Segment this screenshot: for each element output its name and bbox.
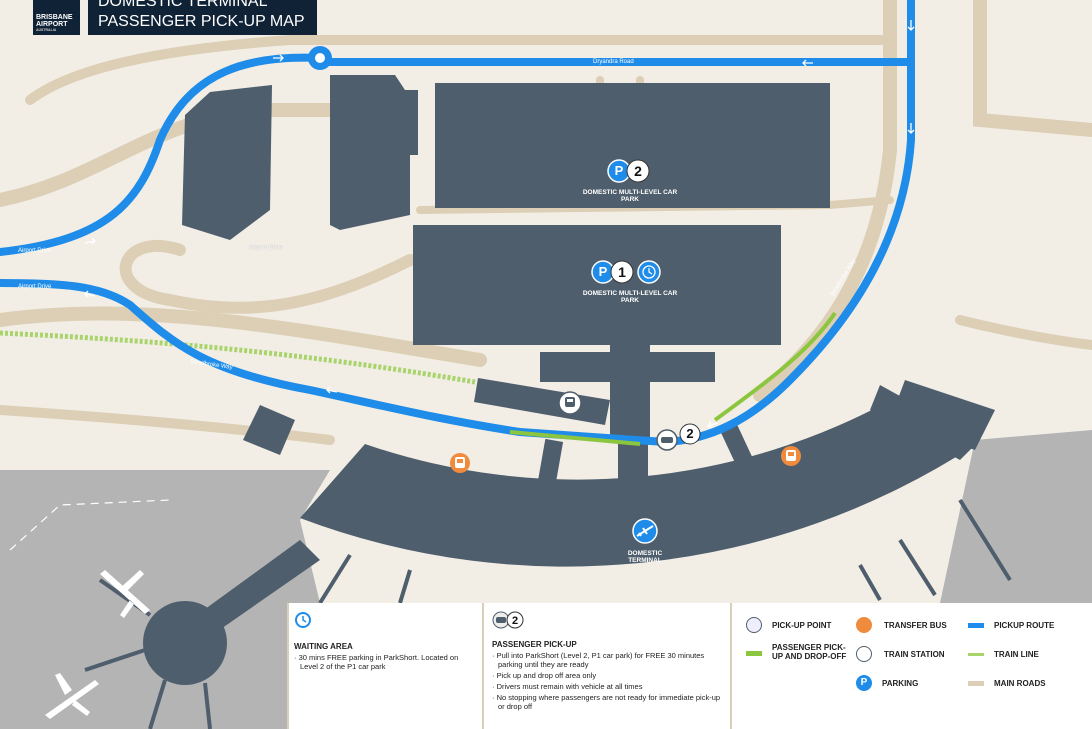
waiting-area-panel: WAITING AREA 30 mins FREE parking in Par… bbox=[287, 603, 482, 729]
legend-main-roads-swatch bbox=[968, 681, 984, 686]
pickup-bullet: Pick up and drop off area only bbox=[492, 671, 722, 680]
legend-pickup-route: PICKUP ROUTE bbox=[994, 621, 1055, 630]
parking-p1-icon bbox=[591, 260, 634, 284]
p1-number: 1 bbox=[618, 264, 626, 280]
aircraft-icon bbox=[45, 570, 150, 719]
train-line bbox=[0, 330, 476, 385]
svg-text:2: 2 bbox=[512, 615, 518, 627]
p1-parking-letter: P bbox=[598, 264, 608, 279]
pickup-bullet: Pull into ParkShort (Level 2, P1 car par… bbox=[492, 651, 722, 669]
legend-parking: PARKING bbox=[882, 679, 919, 688]
car-park-p2 bbox=[435, 83, 830, 208]
connector-walkway bbox=[610, 340, 650, 440]
legend-pickup-route-swatch bbox=[968, 623, 984, 628]
building-west bbox=[182, 85, 272, 240]
waiting-area-title: WAITING AREA bbox=[294, 642, 353, 651]
building-office bbox=[330, 75, 418, 230]
p2-number: 2 bbox=[634, 163, 642, 179]
title-line-2: PASSENGER PICK-UP MAP bbox=[98, 13, 305, 30]
transfer-bus-icon bbox=[450, 453, 470, 473]
terminal-bridge-3 bbox=[618, 440, 648, 510]
p2-car-park-label: DOMESTIC MULTI-LEVEL CAR PARK bbox=[582, 189, 678, 203]
legend-train-line-swatch bbox=[968, 653, 984, 656]
pier-left-arm bbox=[190, 540, 320, 640]
legend-train-station: TRAIN STATION bbox=[884, 650, 945, 659]
legend-pickup-dropoff: PASSENGER PICK-UP AND DROP-OFF bbox=[772, 643, 847, 661]
tarmac-right bbox=[940, 430, 1092, 603]
legend-pickup-point: PICK-UP POINT bbox=[772, 621, 832, 630]
pickup-point-icon: 2 bbox=[492, 611, 524, 629]
parking-p2-icon bbox=[607, 159, 650, 183]
train-station-icon bbox=[558, 391, 582, 415]
domestic-terminal-label: DOMESTIC TERMINAL bbox=[627, 550, 663, 564]
waiting-area-bullet: 30 mins FREE parking in ParkShort. Locat… bbox=[294, 653, 477, 671]
transfer-bus-icon bbox=[781, 446, 801, 466]
small-building bbox=[243, 405, 295, 455]
taxiway-dashes bbox=[9, 499, 171, 551]
p2-parking-letter: P bbox=[614, 163, 624, 178]
hangar-right bbox=[890, 380, 995, 450]
car-park-p1 bbox=[413, 225, 781, 345]
clock-icon bbox=[295, 612, 311, 628]
pickup-bullet: No stopping where passengers are not rea… bbox=[492, 693, 722, 711]
pickup-point-icon bbox=[656, 423, 701, 451]
road-label-airport-drive-mid: Airport Drive bbox=[249, 245, 283, 251]
p1-car-park-label: DOMESTIC MULTI-LEVEL CAR PARK bbox=[582, 290, 678, 304]
pickup-bullet: Drivers must remain with vehicle at all … bbox=[492, 682, 722, 691]
pier-left-hub bbox=[143, 601, 227, 685]
terminal-bridge-2 bbox=[718, 419, 760, 481]
direction-arrows bbox=[84, 20, 915, 429]
train-station-building bbox=[474, 378, 610, 425]
buildings bbox=[143, 75, 995, 685]
departures-plane-icon bbox=[632, 518, 658, 544]
passenger-pickup-title: PASSENGER PICK-UP bbox=[492, 640, 577, 649]
clock-icon bbox=[637, 260, 661, 284]
legend-transfer-bus-icon bbox=[856, 617, 872, 633]
terminal-bridge-1 bbox=[534, 438, 564, 502]
tarmac bbox=[0, 470, 330, 729]
road-label-airport-drive-lower: Airport Drive bbox=[18, 284, 52, 290]
legend-train-line: TRAIN LINE bbox=[994, 650, 1039, 659]
legend-pickup-dropoff-swatch bbox=[746, 651, 762, 656]
page-title: DOMESTIC TERMINAL PASSENGER PICK-UP MAP bbox=[88, 0, 317, 35]
road-label-dryandra: Dryandra Road bbox=[593, 59, 634, 65]
legend-train-station-icon bbox=[856, 646, 872, 662]
passenger-pickup-panel: 2 PASSENGER PICK-UP Pull into ParkShort … bbox=[482, 603, 730, 729]
title-line-1: DOMESTIC TERMINAL bbox=[98, 0, 268, 10]
pickup-route bbox=[0, 0, 915, 447]
gate-stubs bbox=[84, 498, 1012, 729]
pickup-point-number: 2 bbox=[686, 426, 694, 441]
pickup-dropoff-zone bbox=[509, 311, 837, 446]
legend-transfer-bus: TRANSFER BUS bbox=[884, 621, 947, 630]
legend-parking-icon: P bbox=[856, 675, 872, 691]
legend-main-roads: MAIN ROADS bbox=[994, 679, 1046, 688]
road-label-airport-drive-upper: Airport Drive bbox=[18, 248, 52, 254]
legend-panel: PICK-UP POINT PASSENGER PICK-UP AND DROP… bbox=[730, 603, 1092, 729]
legend-pickup-point-icon bbox=[746, 617, 762, 633]
